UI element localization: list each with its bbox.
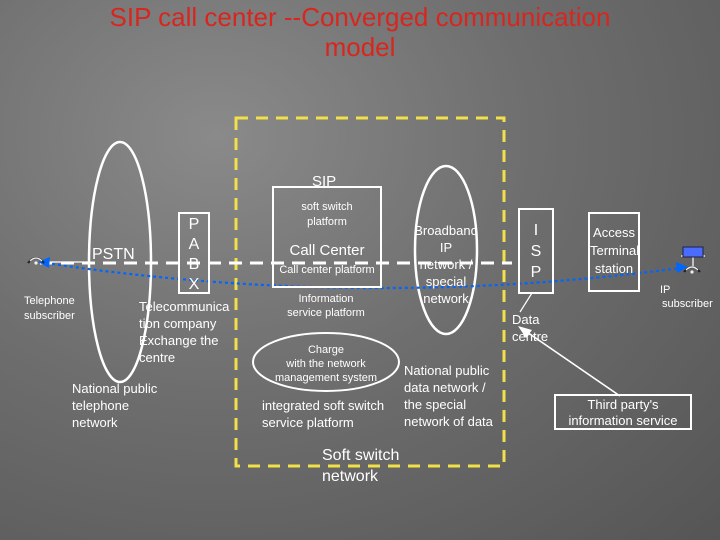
third-party-box: Third party's information service bbox=[554, 394, 692, 430]
data-centre-label: Data centre bbox=[512, 312, 549, 344]
telephone-subscriber-label: Telephone subscriber bbox=[24, 295, 75, 322]
integrated-soft-switch-label: integrated soft switch service platform bbox=[262, 398, 385, 430]
call-center-label: Call Center bbox=[289, 242, 365, 259]
computer-icon bbox=[682, 246, 704, 258]
call-center-platform-label: Call center platform bbox=[279, 264, 375, 276]
telecom-exchange-label: Telecommunica tion company Exchange the … bbox=[139, 299, 230, 365]
third-party-arrow bbox=[523, 329, 621, 397]
slide-title: SIP call center --Converged communicatio… bbox=[40, 2, 680, 62]
broadband-ip-ellipse bbox=[413, 164, 479, 336]
access-terminal-box: Access Terminal station bbox=[588, 212, 640, 292]
soft-switch-network-frame bbox=[234, 116, 506, 468]
title-line-2: model bbox=[324, 32, 396, 62]
isp-box: I S P bbox=[518, 208, 554, 294]
ip-subscriber-label: IP subscriber bbox=[660, 284, 713, 310]
pstn-label: PSTN bbox=[92, 246, 135, 263]
soft-switch-platform-box: soft switch platform Call Center Call ce… bbox=[272, 186, 382, 288]
national-public-telephone-label: National public telephone network bbox=[72, 381, 158, 430]
ip-phone-icon bbox=[683, 266, 701, 274]
sip-label: SIP bbox=[312, 173, 337, 190]
information-service-platform-label: Information service platform bbox=[287, 293, 365, 319]
national-public-data-label: National public data network / the speci… bbox=[404, 363, 493, 429]
telephone-icon bbox=[27, 257, 45, 265]
charge-system-label: Charge with the network management syste… bbox=[274, 344, 378, 384]
soft-switch-network-label: Soft switch network bbox=[322, 447, 400, 485]
pabx-box: P A B X bbox=[178, 212, 210, 294]
call-flow-curve bbox=[45, 261, 681, 290]
title-line-1: SIP call center --Converged communicatio… bbox=[109, 2, 611, 32]
broadband-ip-label: Broadband IP network / special network bbox=[414, 223, 478, 306]
charge-system-ellipse bbox=[252, 332, 400, 392]
